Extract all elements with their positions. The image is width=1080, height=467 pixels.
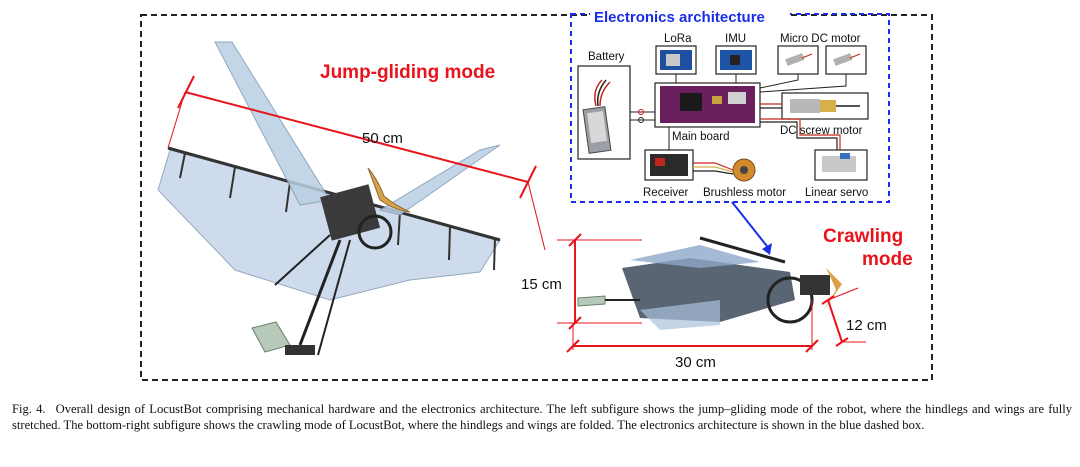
wingspan-label: 50 cm: [362, 130, 403, 147]
brushless-motor-image: [732, 158, 756, 182]
brushless-motor-label: Brushless motor: [703, 187, 786, 199]
jump-gliding-title: Jump-gliding mode: [320, 62, 495, 83]
linear-servo-label: Linear servo: [805, 187, 868, 199]
dc-screw-motor-label: DC screw motor: [780, 125, 863, 137]
figure-caption: Fig. 4.Overall design of LocustBot compr…: [12, 401, 1072, 433]
main-board-label: Main board: [672, 131, 730, 143]
width-dimension-line: [827, 299, 843, 343]
width-label: 12 cm: [846, 317, 887, 334]
battery-label: Battery: [588, 51, 625, 63]
wingspan-dimension-line: [184, 91, 529, 183]
electronics-title: Electronics architecture: [594, 9, 765, 26]
crawling-title-line1: Crawling: [823, 226, 903, 247]
imu-label: IMU: [725, 33, 746, 45]
figure: 50 cm Jump-gliding mode Electronics arch…: [140, 9, 933, 381]
crawling-robot-illustration: [577, 236, 842, 330]
battery-image: [582, 79, 612, 154]
electronics-dashed-box: [570, 13, 890, 203]
height-label: 15 cm: [521, 276, 562, 293]
micro-dc-motor-label: Micro DC motor: [780, 33, 861, 45]
crawling-title-line2: mode: [862, 249, 913, 270]
electronics-pointer-arrow: [731, 201, 771, 251]
outer-dashed-border: [140, 14, 933, 381]
length-label: 30 cm: [675, 354, 716, 371]
caption-text: Overall design of LocustBot comprising m…: [12, 402, 1073, 432]
lora-label: LoRa: [664, 33, 692, 45]
micro-dc-motor-box-2: [825, 45, 867, 75]
caption-label: Fig. 4.: [12, 402, 46, 416]
receiver-label: Receiver: [643, 187, 689, 199]
jump-gliding-robot-illustration: [157, 41, 501, 356]
